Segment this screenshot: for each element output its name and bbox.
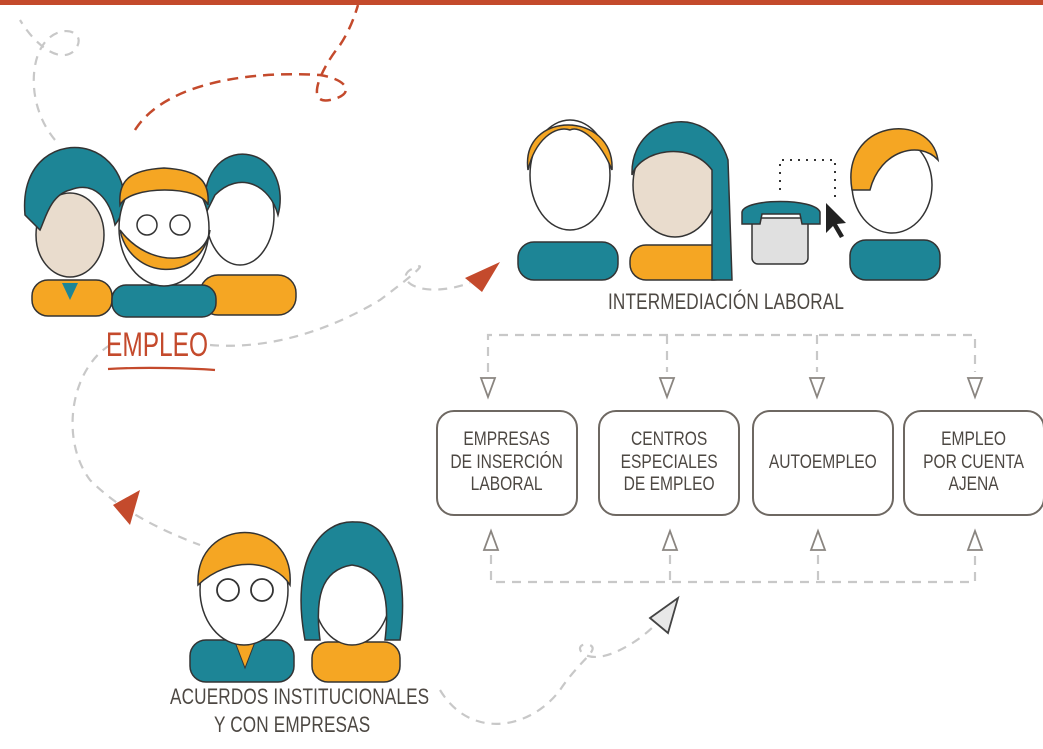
dashed-paths xyxy=(19,19,977,725)
grey-arrow-icon xyxy=(648,595,680,635)
agreements-label-line2: Y CON EMPRESAS xyxy=(214,712,371,737)
dotted-call-line xyxy=(779,159,836,200)
loop-path-top-left xyxy=(19,19,80,141)
telephone-icon xyxy=(741,200,821,265)
path-acuerdos-to-boxes xyxy=(439,619,661,725)
empleo-title: EMPLEO xyxy=(106,326,209,364)
connector-bottom xyxy=(489,555,977,584)
box-empleo-cuenta-ajena: EMPLEO POR CUENTA AJENA xyxy=(903,410,1043,516)
box-autoempleo: AUTOEMPLEO xyxy=(752,410,894,516)
agreements-label-line1: ACUERDOS INSTITUCIONALES xyxy=(170,684,430,709)
box-label: EMPLEO POR CUENTA AJENA xyxy=(923,428,1025,496)
empleo-people-illustration xyxy=(23,146,297,318)
path-empleo-to-acuerdos xyxy=(71,344,201,547)
box-label: AUTOEMPLEO xyxy=(769,451,877,473)
red-arrow-icon xyxy=(113,490,140,525)
box-label: CENTROS ESPECIALES DE EMPLEO xyxy=(620,428,718,496)
box-label: EMPRESAS DE INSERCIÓN LABORAL xyxy=(450,428,564,496)
box-empresas-insercion: EMPRESAS DE INSERCIÓN LABORAL xyxy=(436,410,578,516)
red-dashed-path xyxy=(133,4,360,131)
box-centros-especiales: CENTROS ESPECIALES DE EMPLEO xyxy=(598,410,740,516)
acuerdos-people-illustration xyxy=(189,521,404,683)
red-arrow-icon xyxy=(465,262,500,292)
intermediation-people-illustration xyxy=(517,119,941,281)
intermediation-label: INTERMEDIACIÓN LABORAL xyxy=(608,289,845,314)
arrowhead-icon xyxy=(479,377,984,551)
connector-top xyxy=(486,333,977,372)
path-empleo-to-intermediacion xyxy=(209,265,471,347)
mouse-cursor-icon xyxy=(826,203,846,238)
empleo-underline xyxy=(107,366,216,372)
top-accent-bar xyxy=(0,0,1043,5)
